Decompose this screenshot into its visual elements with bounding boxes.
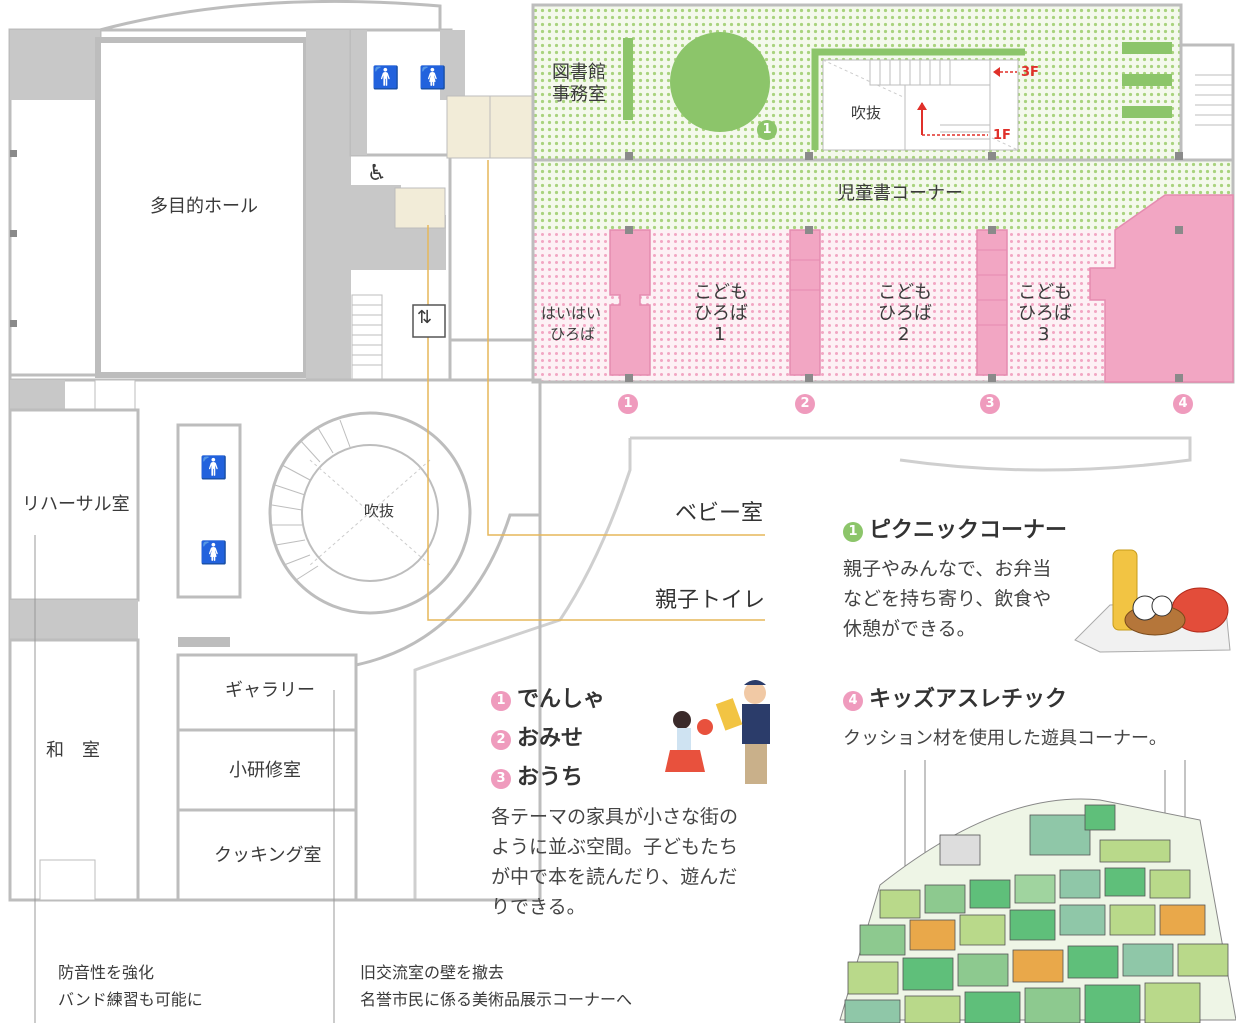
kodomo3-label-2: ひろば — [1018, 303, 1072, 324]
kodomo3-label-1: こども — [1018, 282, 1072, 303]
picnic-illustration — [1074, 549, 1231, 653]
female-toilet-icon: 🚺 — [419, 66, 447, 91]
small-training-room — [176, 728, 358, 812]
family-toilet-label: 親子トイレ — [655, 588, 766, 613]
note-left-2: バンド練習も可能に — [58, 990, 203, 1009]
small-training-label: 小研修室 — [229, 760, 301, 781]
kids-athletic-illustration — [839, 760, 1236, 1023]
marker-2: 2 — [795, 394, 821, 414]
theme-desc-3: が中で本を読んだり、遊んだ — [491, 866, 738, 888]
wheelchair-icon: ♿ — [367, 161, 387, 186]
note-left-1: 防音性を強化 — [58, 963, 155, 982]
multipurpose-hall-label: 多目的ホール — [150, 196, 258, 217]
atrium-right-label: 吹抜 — [851, 104, 882, 122]
floor-1f-label: 1F — [993, 128, 1011, 143]
haihai-label-1: はいはい — [541, 304, 602, 322]
library-office-label-2: 事務室 — [552, 84, 606, 105]
theme-desc-2: ように並ぶ空間。子どもたち — [491, 836, 739, 858]
male-toilet-icon-lower: 🚹 — [200, 456, 228, 481]
library-office-label-1: 図書館 — [552, 62, 606, 83]
theme-desc-1: 各テーマの家具が小さな街の — [491, 806, 739, 828]
cooking-room — [176, 808, 358, 902]
marker-1: 1 — [618, 394, 644, 414]
rehearsal-room-label: リハーサル室 — [22, 494, 130, 515]
washitsu-room — [8, 638, 140, 902]
picnic-legend-desc-2: などを持ち寄り、飲食や — [843, 588, 1052, 610]
theme-desc-4: りできる。 — [491, 896, 586, 918]
children-books-label: 児童書コーナー — [837, 183, 963, 204]
female-toilet-icon-lower: 🚺 — [200, 541, 228, 566]
note-right-2: 名誉市民に係る美術品展示コーナーへ — [360, 990, 633, 1009]
multipurpose-hall-room — [95, 37, 309, 378]
cooking-label: クッキング室 — [214, 845, 322, 866]
marker-picnic: 1 — [757, 120, 783, 140]
picnic-circle — [670, 32, 770, 132]
kids-shop-illustration — [665, 680, 770, 784]
gallery-label: ギャラリー — [225, 680, 315, 701]
male-toilet-icon: 🚹 — [372, 66, 400, 91]
baby-room-label: ベビー室 — [675, 501, 764, 526]
kodomo1-label-3: 1 — [714, 324, 726, 345]
washitsu-label: 和 室 — [46, 740, 100, 761]
kodomo3-label-3: 3 — [1038, 324, 1050, 345]
marker-3: 3 — [980, 394, 1006, 414]
note-right-1: 旧交流室の壁を撤去 — [360, 963, 505, 982]
picnic-legend-desc-3: 休憩ができる。 — [843, 618, 976, 640]
rehearsal-room — [8, 408, 140, 602]
atrium-left-label: 吹抜 — [364, 502, 395, 520]
floor-3f-label: 3F — [1021, 65, 1039, 80]
kodomo1-label-2: ひろば — [694, 303, 748, 324]
beige-area-1 — [394, 187, 446, 229]
kodomo2-label-2: ひろば — [878, 303, 932, 324]
haihai-label-2: ひろば — [550, 325, 596, 343]
marker-4: 4 — [1173, 394, 1199, 414]
kodomo1-label-1: こども — [694, 282, 748, 303]
elevator-icon: ⇅ — [417, 307, 433, 328]
kodomo2-label-1: こども — [878, 282, 932, 303]
picnic-legend-desc-1: 親子やみんなで、お弁当 — [843, 558, 1052, 580]
kids-legend-desc: クッション材を使用した遊具コーナー。 — [843, 728, 1167, 749]
kodomo2-label-3: 2 — [898, 324, 910, 345]
children-corner-area — [533, 160, 1233, 230]
